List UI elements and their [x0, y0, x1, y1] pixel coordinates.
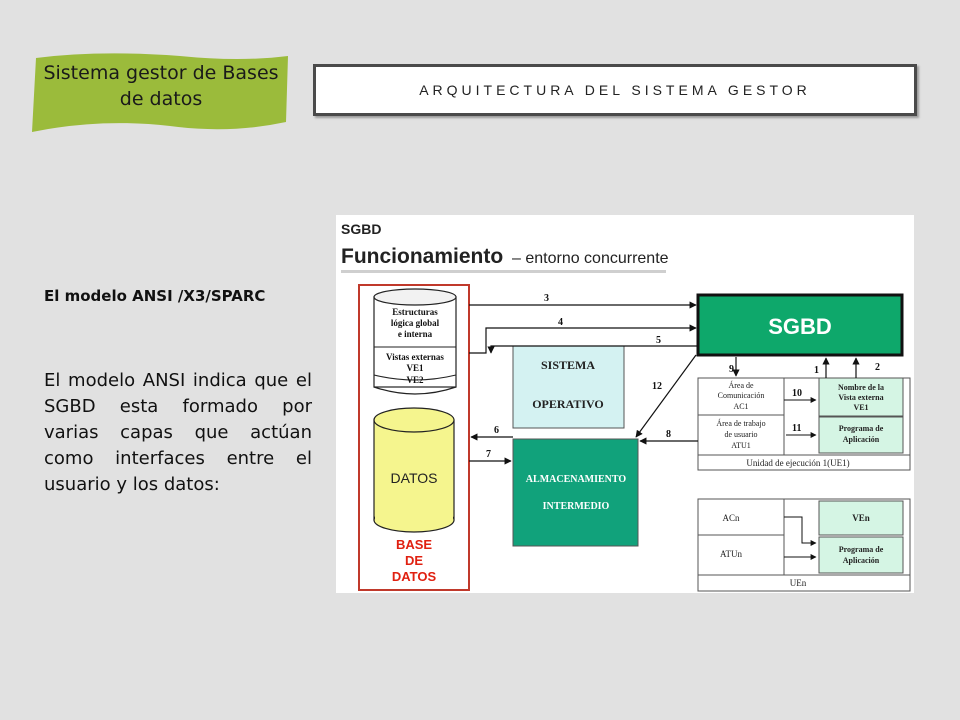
base-label-1: BASE — [396, 537, 432, 552]
alm-label-1: ALMACENAMIENTO — [526, 474, 627, 485]
svg-text:Vista externa: Vista externa — [838, 393, 883, 402]
base-label-2: DE — [405, 553, 423, 568]
so-label-2: OPERATIVO — [532, 397, 604, 411]
svg-text:Área de trabajo: Área de trabajo — [716, 418, 765, 428]
svg-text:ATU1: ATU1 — [731, 441, 751, 450]
schema-line1: Estructuras — [392, 307, 438, 317]
arrow-label-10: 10 — [792, 388, 802, 399]
svg-text:Unidad de ejecución 1(UE1): Unidad de ejecución 1(UE1) — [746, 458, 849, 468]
datos-cylinder: DATOS — [373, 407, 455, 533]
arrow-label-3: 3 — [544, 293, 549, 304]
sgbd-box — [696, 293, 904, 357]
topic-badge: Sistema gestor de Bases de datos — [30, 52, 292, 136]
arrow-label-12: 12 — [652, 381, 662, 392]
arrow-label-8: 8 — [666, 429, 671, 440]
arrow-label-7: 7 — [486, 449, 491, 460]
svg-text:AC1: AC1 — [733, 402, 748, 411]
base-label-3: DATOS — [392, 569, 437, 584]
uen-block: ACn ATUn VEn Programa de Aplicación UEn — [697, 498, 911, 592]
arrow-5 — [487, 345, 698, 354]
alm-label-2: INTERMEDIO — [543, 501, 610, 512]
arrow-12 — [635, 354, 697, 438]
schema-line2: lógica global — [391, 318, 440, 328]
arrow-label-9: 9 — [729, 364, 734, 375]
badge-shape — [32, 53, 288, 132]
arrow-labels: 3 4 5 6 7 8 9 10 11 12 1 2 — [486, 293, 880, 460]
arrow-label-5: 5 — [656, 335, 661, 346]
schema-line3: e interna — [398, 329, 433, 339]
base-de-datos-frame — [358, 284, 470, 591]
arrow-4 — [469, 324, 697, 354]
svg-text:ACn: ACn — [722, 513, 740, 523]
svg-text:UEn: UEn — [790, 578, 807, 588]
slide-title-text: ARQUITECTURA DEL SISTEMA GESTOR — [419, 82, 811, 98]
flow-arrows — [469, 301, 860, 465]
arrow-label-11: 11 — [792, 423, 801, 434]
sistema-operativo-box — [512, 345, 625, 429]
sgbd-label: SGBD — [768, 314, 832, 339]
svg-text:Programa de: Programa de — [839, 424, 884, 433]
section-paragraph: El modelo ANSI indica que el SGBD esta f… — [44, 370, 312, 495]
svg-text:Área de: Área de — [728, 380, 754, 390]
svg-text:Nombre de la: Nombre de la — [838, 383, 884, 392]
svg-text:Aplicación: Aplicación — [843, 435, 880, 444]
diagram-header-rest: – entorno concurrente — [512, 250, 669, 267]
ue1-block: Área de Comunicación AC1 Área de trabajo… — [697, 377, 911, 471]
svg-text:Aplicación: Aplicación — [843, 556, 880, 565]
svg-text:de usuario: de usuario — [724, 430, 757, 439]
badge-title: Sistema gestor de Bases de datos — [43, 62, 279, 110]
schema-line4: Vistas externas — [386, 352, 444, 362]
arrow-label-2: 2 — [875, 362, 880, 373]
sgbd-architecture-diagram: SGBD Funcionamiento – entorno concurrent… — [336, 215, 914, 593]
almacenamiento-box — [512, 438, 639, 547]
arrow-label-1: 1 — [814, 365, 819, 376]
svg-text:Comunicación: Comunicación — [718, 391, 765, 400]
svg-text:Programa de: Programa de — [839, 545, 884, 554]
header-underline — [341, 270, 666, 273]
diagram-header-small: SGBD — [341, 221, 381, 237]
schemas-scroll: Estructuras lógica global e interna Vist… — [373, 288, 457, 395]
svg-text:VE1: VE1 — [853, 403, 868, 412]
arrow-label-4: 4 — [558, 317, 563, 328]
schema-line5: VE1 — [406, 363, 424, 373]
so-label-1: SISTEMA — [541, 358, 595, 372]
diagram-header-big: Funcionamiento — [341, 245, 503, 268]
datos-label: DATOS — [391, 470, 438, 486]
section-subtitle: El modelo ANSI /X3/SPARC — [44, 287, 266, 305]
svg-text:ATUn: ATUn — [720, 549, 742, 559]
svg-text:VEn: VEn — [852, 513, 870, 523]
slide-title: ARQUITECTURA DEL SISTEMA GESTOR — [313, 64, 917, 116]
arrow-label-6: 6 — [494, 425, 499, 436]
schema-line6: VE2 — [406, 375, 424, 385]
